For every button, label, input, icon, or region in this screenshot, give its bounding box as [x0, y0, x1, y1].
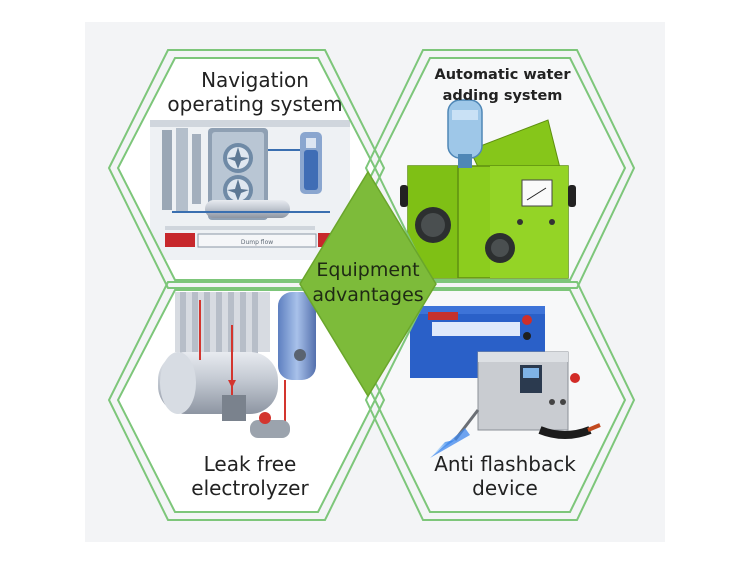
navigation-system-image — [118, 58, 375, 280]
water-system-image — [375, 58, 625, 280]
center-diamond — [299, 170, 437, 398]
ui-button-text: Dump flow — [241, 239, 273, 246]
hexagon-outlines — [107, 49, 636, 521]
flashback-device-image — [375, 290, 625, 512]
